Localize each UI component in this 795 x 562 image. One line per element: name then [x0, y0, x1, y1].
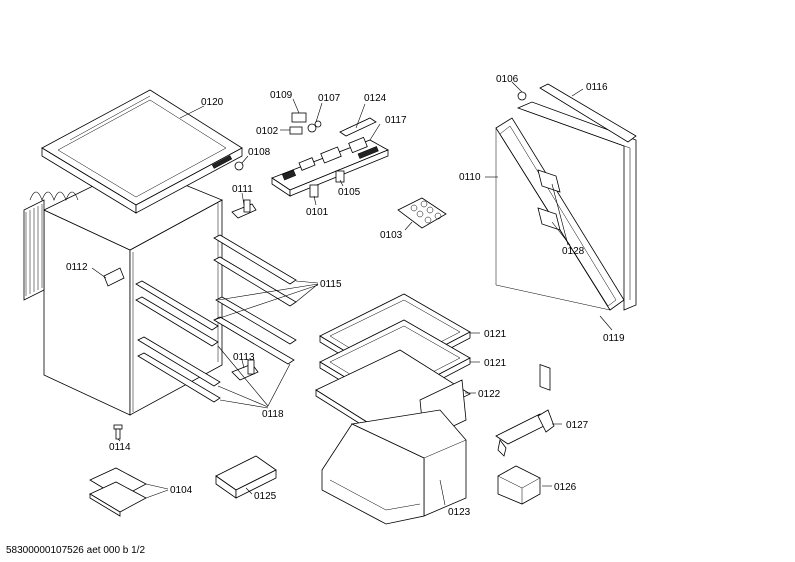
- label-0122: 0122: [478, 389, 501, 400]
- screw: [113, 424, 123, 440]
- label-0105: 0105: [338, 187, 361, 198]
- label-0117: 0117: [385, 115, 407, 126]
- label-0102: 0102: [256, 126, 279, 137]
- label-0121-bottom: 0121: [484, 358, 507, 369]
- label-0107: 0107: [318, 93, 341, 104]
- label-0114: 0114: [109, 442, 131, 453]
- label-0113: 0113: [233, 352, 255, 363]
- butter-compartment: [89, 467, 147, 517]
- label-0125: 0125: [254, 491, 277, 502]
- egg-tray: [397, 197, 447, 229]
- label-0110: 0110: [459, 172, 481, 183]
- top-cover: [41, 89, 243, 214]
- label-0124: 0124: [364, 93, 387, 104]
- label-0128: 0128: [562, 246, 585, 257]
- label-0104: 0104: [170, 485, 193, 496]
- label-0106: 0106: [496, 74, 519, 85]
- label-0101: 0101: [306, 207, 329, 218]
- crisper-drawers: [315, 349, 471, 525]
- label-0109: 0109: [270, 90, 293, 101]
- leader-lines: [91, 81, 613, 506]
- label-0111: 0111: [232, 184, 253, 195]
- label-0108: 0108: [248, 147, 271, 158]
- label-0127: 0127: [566, 420, 589, 431]
- callout-labels: 0120 0109 0107 0124 0102 0117 0108 0111 …: [66, 74, 625, 518]
- control-electronics: [234, 112, 389, 198]
- condenser-coil: [23, 191, 79, 301]
- label-0120: 0120: [201, 97, 224, 108]
- tray-part: [215, 455, 277, 499]
- label-0119: 0119: [603, 333, 625, 344]
- label-0103: 0103: [380, 230, 403, 241]
- shelf-rails: [103, 234, 297, 403]
- label-0115: 0115: [320, 279, 342, 290]
- bottle-holder: [495, 409, 555, 457]
- label-0121-top: 0121: [484, 329, 507, 340]
- label-0123: 0123: [448, 507, 471, 518]
- hinge-bracket: [231, 199, 257, 219]
- label-0112: 0112: [66, 262, 88, 273]
- label-0126: 0126: [554, 482, 577, 493]
- label-0118: 0118: [262, 409, 284, 420]
- cup-holder: [497, 465, 541, 505]
- label-0116: 0116: [586, 82, 608, 93]
- document-footer: 58300000107526 aet 000 b 1/2: [6, 545, 145, 556]
